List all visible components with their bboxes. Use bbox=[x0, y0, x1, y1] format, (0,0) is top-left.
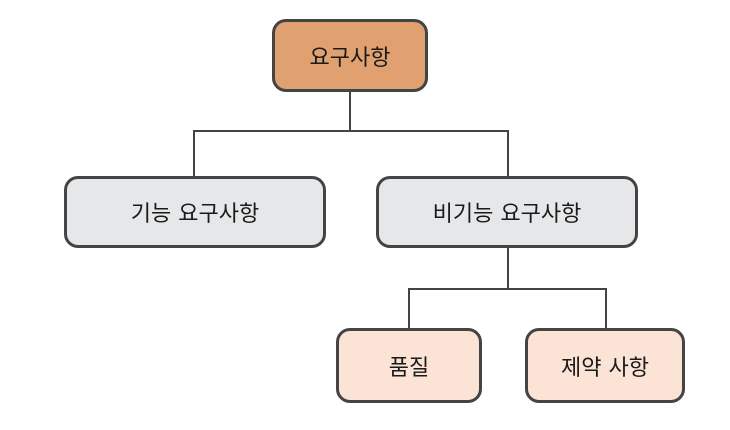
node-quality-label: 품질 bbox=[388, 355, 430, 381]
node-requirements: 요구사항 bbox=[272, 19, 428, 92]
node-constraints: 제약 사항 bbox=[525, 328, 685, 403]
node-functional-requirements-label: 기능 요구사항 bbox=[130, 202, 260, 227]
connector-nonfunctional-to-children bbox=[408, 248, 607, 328]
node-requirements-label: 요구사항 bbox=[309, 45, 391, 71]
node-nonfunctional-requirements-label: 비기능 요구사항 bbox=[432, 202, 582, 227]
node-functional-requirements: 기능 요구사항 bbox=[64, 176, 326, 248]
node-quality: 품질 bbox=[336, 328, 482, 403]
node-constraints-label: 제약 사항 bbox=[561, 355, 649, 381]
connector-root-to-children bbox=[193, 92, 509, 176]
node-nonfunctional-requirements: 비기능 요구사항 bbox=[376, 176, 638, 248]
